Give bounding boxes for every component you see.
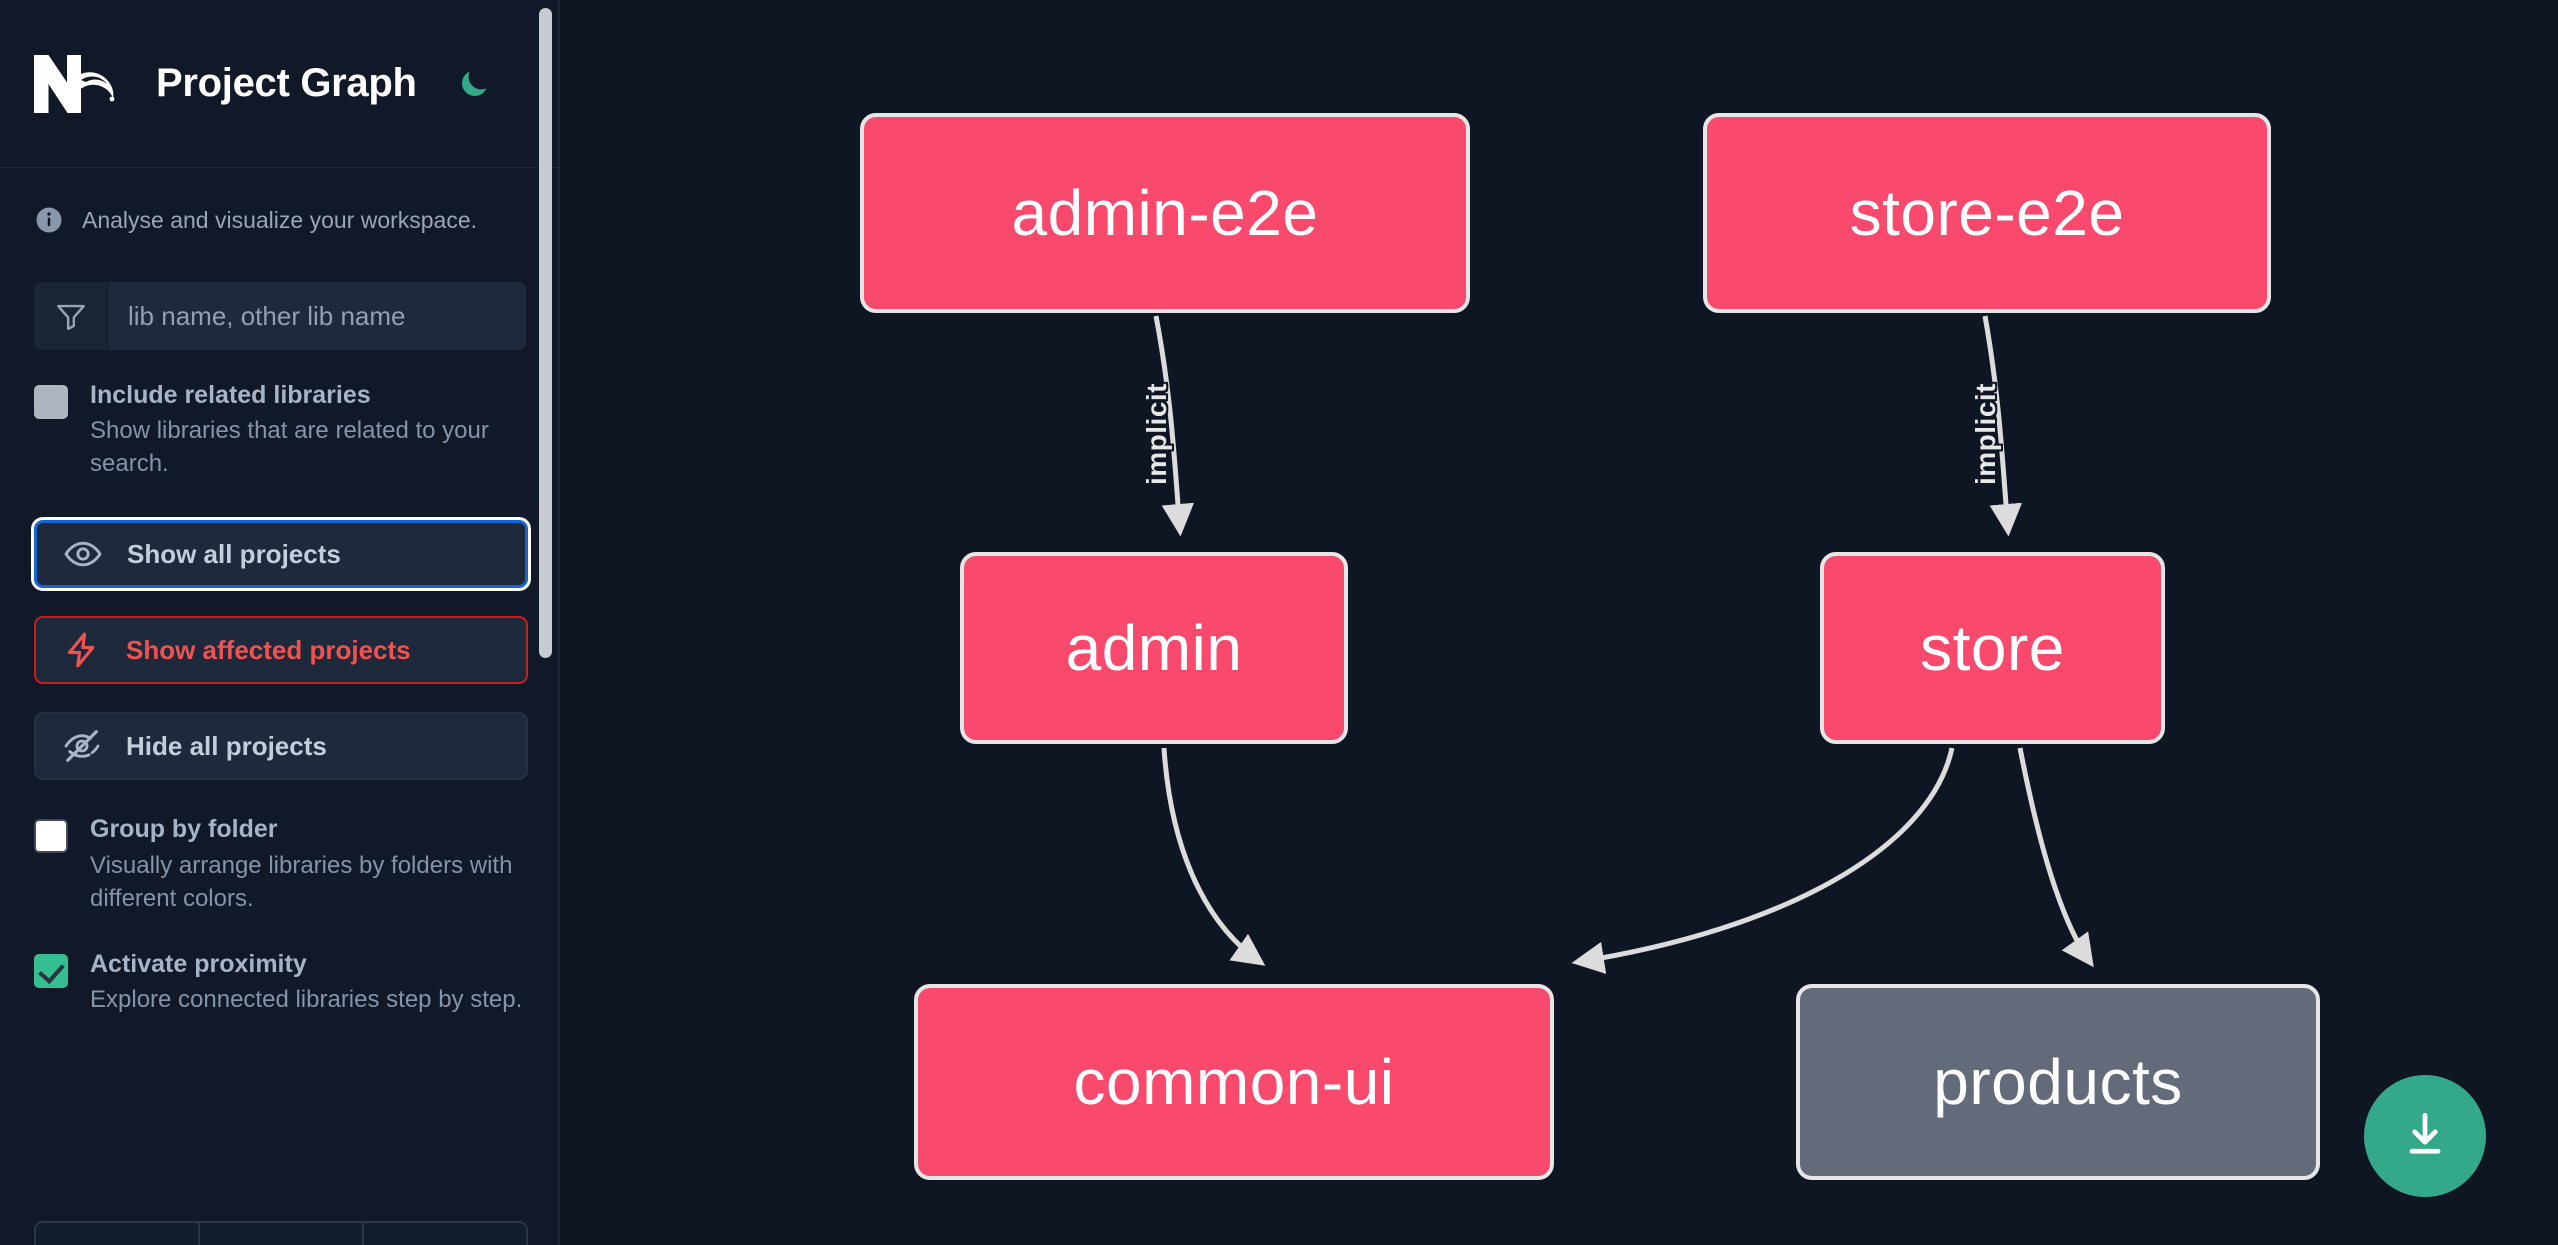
lightning-bolt-icon bbox=[62, 630, 102, 670]
graph-node-store[interactable]: store bbox=[1820, 552, 2165, 744]
node-label: store bbox=[1920, 612, 2065, 684]
graph-edges bbox=[1153, 315, 2094, 974]
sidebar-scrollbar[interactable] bbox=[539, 8, 552, 658]
segment-option-1[interactable] bbox=[36, 1223, 200, 1245]
edge-store-to-products bbox=[2017, 747, 2094, 968]
checkbox-activate-proximity[interactable]: Activate proximity Explore connected lib… bbox=[34, 949, 526, 1016]
checkbox-description: Show libraries that are related to your … bbox=[90, 417, 489, 478]
checkbox-label: Group by folder bbox=[90, 815, 278, 844]
show-affected-projects-button[interactable]: Show affected projects bbox=[34, 616, 528, 685]
show-affected-projects-label: Show affected projects bbox=[126, 634, 411, 665]
graph-node-admin-e2e[interactable]: admin-e2e bbox=[860, 113, 1470, 313]
checkbox-group-by-folder[interactable]: Group by folder Visually arrange librari… bbox=[34, 814, 526, 914]
edge-admin-e2e-to-admin bbox=[1153, 315, 1195, 537]
node-label: store-e2e bbox=[1849, 177, 2125, 249]
segment-option-2[interactable] bbox=[200, 1223, 364, 1245]
edge-store-to-common-ui bbox=[1571, 747, 1955, 974]
sidebar-body: Include related libraries Show libraries… bbox=[0, 282, 560, 1016]
page-title: Project Graph bbox=[156, 61, 417, 105]
sidebar-header: Project Graph bbox=[0, 0, 560, 168]
moon-icon[interactable] bbox=[451, 61, 497, 107]
graph-node-admin[interactable]: admin bbox=[960, 552, 1348, 744]
node-label: admin-e2e bbox=[1011, 177, 1319, 249]
edge-label-implicit-store: implicit bbox=[1970, 382, 2002, 486]
checkbox-include-related-libraries[interactable]: Include related libraries Show libraries… bbox=[34, 380, 526, 480]
eye-icon bbox=[63, 534, 103, 574]
node-label: admin bbox=[1065, 612, 1243, 684]
graph-node-store-e2e[interactable]: store-e2e bbox=[1703, 113, 2271, 313]
sidebar-divider bbox=[558, 0, 560, 1245]
sidebar-tagline: Analyse and visualize your workspace. bbox=[0, 168, 560, 272]
segment-option-3[interactable] bbox=[364, 1223, 526, 1245]
search-input[interactable] bbox=[108, 282, 526, 350]
project-graph-canvas[interactable]: admin-e2e store-e2e admin store common-u… bbox=[560, 0, 2558, 1245]
checkbox-description: Visually arrange libraries by folders wi… bbox=[90, 851, 513, 912]
action-button-stack: Show all projects Show affected projects bbox=[34, 520, 528, 781]
graph-node-common-ui[interactable]: common-ui bbox=[914, 984, 1554, 1180]
edge-label-implicit-admin: implicit bbox=[1141, 382, 1173, 486]
filter-funnel-icon bbox=[34, 282, 108, 350]
eye-off-icon bbox=[62, 726, 102, 766]
proximity-segmented-control[interactable] bbox=[34, 1221, 528, 1245]
checkbox-description: Explore connected libraries step by step… bbox=[90, 986, 523, 1014]
checkbox-label: Activate proximity bbox=[90, 949, 307, 978]
info-icon bbox=[34, 205, 64, 235]
checkbox-checked-icon[interactable] bbox=[34, 953, 68, 988]
node-label: products bbox=[1933, 1046, 2183, 1118]
show-all-projects-label: Show all projects bbox=[127, 538, 341, 569]
show-all-projects-button[interactable]: Show all projects bbox=[34, 520, 528, 589]
checkbox-label: Include related libraries bbox=[90, 381, 371, 409]
filter-row bbox=[34, 282, 526, 350]
checkbox-unchecked-icon[interactable] bbox=[34, 819, 68, 854]
sidebar-tagline-text: Analyse and visualize your workspace. bbox=[82, 206, 478, 233]
hide-all-projects-label: Hide all projects bbox=[126, 730, 327, 761]
edge-admin-to-common-ui bbox=[1161, 747, 1266, 966]
node-label: common-ui bbox=[1073, 1046, 1395, 1118]
edge-store-e2e-to-store bbox=[1982, 315, 2023, 537]
download-icon bbox=[2398, 1108, 2452, 1165]
checkbox-indeterminate-icon[interactable] bbox=[34, 385, 68, 419]
graph-node-products[interactable]: products bbox=[1796, 984, 2320, 1180]
hide-all-projects-button[interactable]: Hide all projects bbox=[34, 712, 528, 781]
sidebar: Project Graph Analyse and visualize your… bbox=[0, 0, 560, 1245]
nx-logo-icon bbox=[34, 53, 126, 115]
download-image-button[interactable] bbox=[2364, 1075, 2486, 1197]
